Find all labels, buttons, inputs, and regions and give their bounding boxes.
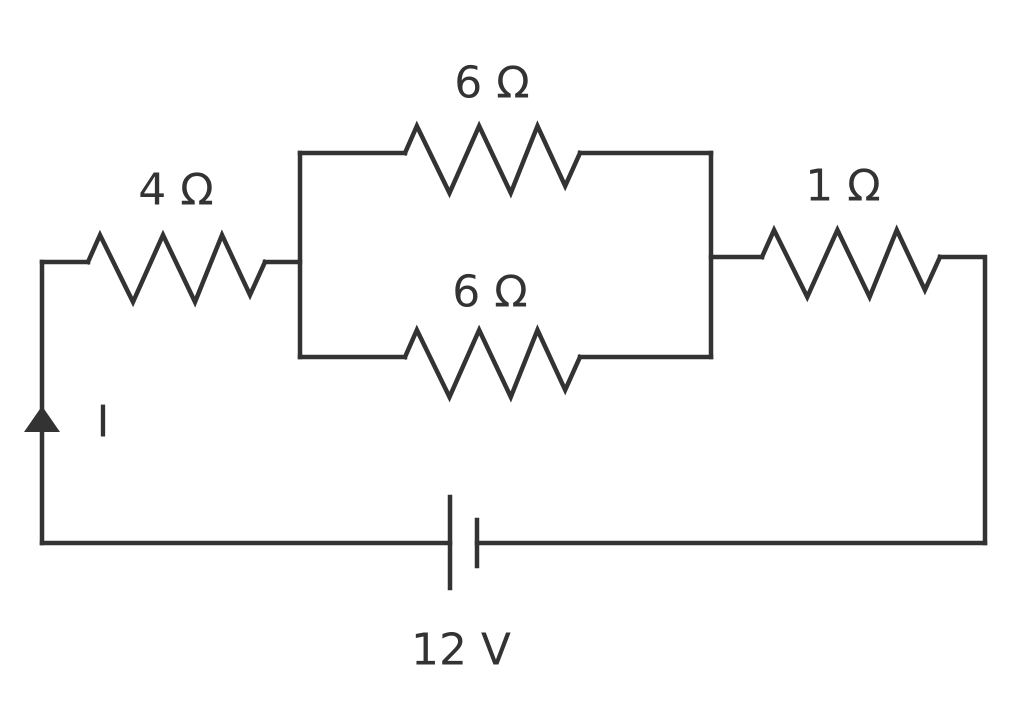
resistor-6ohm-bottom: [402, 324, 583, 403]
resistor-1ohm: [759, 224, 943, 303]
wire-to-1ohm: [708, 254, 988, 546]
resistor-6ohm-top: [402, 120, 583, 199]
label-4ohm: 4 Ω: [138, 164, 214, 216]
label-6ohm-bottom: 6 Ω: [452, 266, 528, 318]
resistor-4ohm: [85, 229, 268, 308]
label-current: I: [96, 396, 110, 448]
current-arrow-icon: [24, 406, 60, 432]
label-6ohm-top: 6 Ω: [454, 57, 530, 109]
label-1ohm: 1 Ω: [805, 160, 881, 212]
label-battery-voltage: 12 V: [410, 624, 512, 676]
